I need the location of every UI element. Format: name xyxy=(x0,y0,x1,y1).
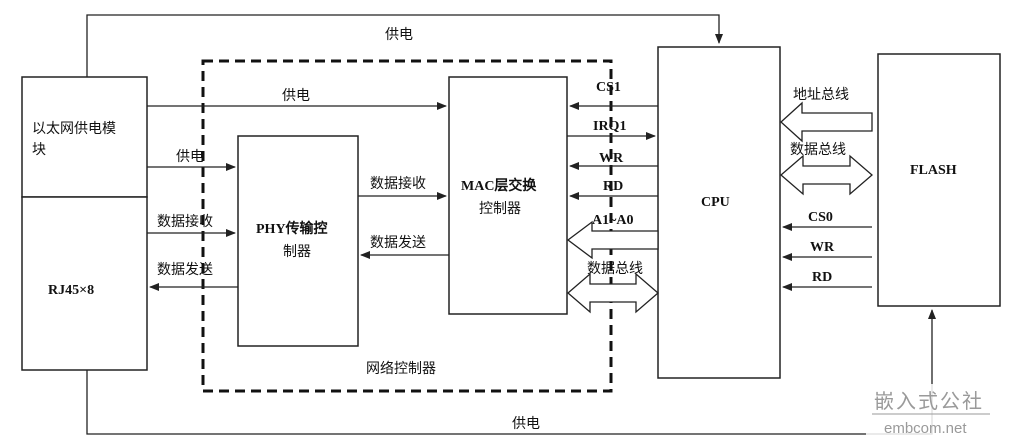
watermark-en: embcom.net xyxy=(884,420,967,437)
rj45-box xyxy=(21,196,148,371)
data-bus-mac-hollow-arrow xyxy=(567,272,659,314)
data-receive-label-phy-mac: 数据接收 xyxy=(370,175,426,192)
data-bus-flash-hollow-arrow xyxy=(780,154,873,196)
power-line-bottom xyxy=(86,309,936,435)
mac-label-line1: MAC层交换 xyxy=(461,177,537,194)
mac-box xyxy=(448,76,568,315)
network-controller-label: 网络控制器 xyxy=(366,361,436,377)
irq1-label: IRQ1 xyxy=(593,119,626,134)
data-send-label-phy-rj: 数据发送 xyxy=(157,262,213,278)
cs1-label: CS1 xyxy=(596,80,621,95)
poe-label-line2: 块 xyxy=(32,142,46,158)
rd-flash-label: RD xyxy=(812,270,832,285)
address-a1-a0-hollow-arrow xyxy=(566,220,659,260)
data-bus-flash-label: 数据总线 xyxy=(790,142,846,158)
mac-label-line2: 控制器 xyxy=(479,201,521,217)
phy-box xyxy=(237,135,359,347)
power-line-top xyxy=(86,14,723,77)
data-send-label-mac-phy: 数据发送 xyxy=(370,235,426,251)
power-label-top: 供电 xyxy=(385,27,413,43)
wr-flash-label: WR xyxy=(810,240,835,255)
address-a1-a0-label: A1~A0 xyxy=(592,213,634,228)
power-label-phy: 供电 xyxy=(176,149,204,165)
phy-label-line1: PHY传输控 xyxy=(256,220,328,237)
flash-label: FLASH xyxy=(910,163,957,178)
cpu-box xyxy=(657,46,781,379)
cs0-label: CS0 xyxy=(808,210,833,225)
address-bus-label: 地址总线 xyxy=(793,87,849,103)
flash-box xyxy=(877,53,1001,307)
watermark-cn: 嵌入式公社 xyxy=(874,389,984,413)
rj45-label: RJ45×8 xyxy=(48,283,94,298)
address-bus-hollow-arrow xyxy=(780,101,873,143)
wr-mac-label: WR xyxy=(599,151,624,166)
poe-module-box xyxy=(21,76,148,198)
data-receive-label-rj-phy: 数据接收 xyxy=(157,213,213,230)
rd-mac-label: RD xyxy=(603,179,623,194)
data-bus-mac-label: 数据总线 xyxy=(587,261,643,277)
cpu-label: CPU xyxy=(701,195,730,210)
watermark: 嵌入式公社 embcom.net xyxy=(866,384,996,440)
power-label-mac: 供电 xyxy=(282,88,310,104)
poe-label-line1: 以太网供电模 xyxy=(32,121,116,137)
phy-label-line2: 制器 xyxy=(283,244,311,260)
power-label-bottom: 供电 xyxy=(512,416,540,432)
